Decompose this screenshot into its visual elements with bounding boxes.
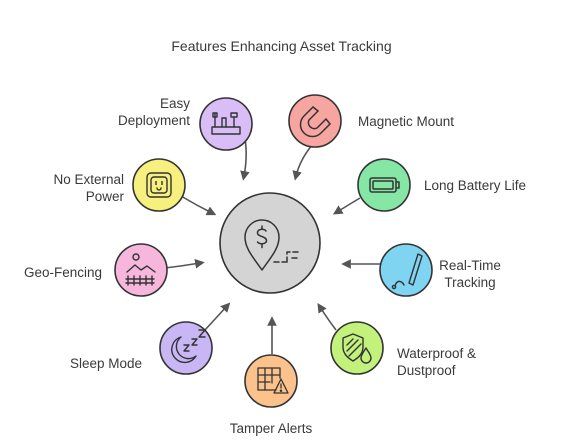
label-no-external-power-line-2: Power (85, 189, 124, 204)
label-long-battery-life: Long Battery Life (424, 177, 526, 194)
label-easy-deployment-line-2: Deployment (117, 113, 190, 128)
label-magnetic-mount-line-1: Magnetic Mount (358, 114, 455, 129)
sleep-mode-pointer (204, 302, 231, 331)
landscape-fence-icon (125, 253, 156, 286)
hub-circle (219, 192, 321, 294)
label-tamper-alerts-line-1: Tamper Alerts (229, 421, 313, 436)
stylus-tablet-icon (391, 253, 423, 290)
geo-fencing-pointer (164, 259, 205, 269)
no-external-power-node (132, 158, 186, 212)
label-geo-fencing-line-1: Geo-Fencing (24, 265, 103, 280)
feature-waterproof-dustproof (317, 302, 384, 375)
label-no-external-power-line-1: No External (53, 172, 124, 187)
location-dollar-icon (244, 219, 299, 271)
feature-no-external-power (132, 158, 217, 216)
feature-tamper-alerts (244, 316, 298, 408)
label-easy-deployment: Easy Deployment (118, 95, 190, 129)
label-long-battery-life-line-1: Long Battery Life (424, 178, 527, 193)
no-external-power-pointer (180, 195, 217, 216)
feature-easy-deployment (199, 97, 253, 181)
label-real-time-tracking: Real-Time Tracking (438, 257, 502, 291)
feature-sleep-mode (159, 302, 231, 375)
power-outlet-icon (146, 172, 172, 198)
label-waterproof-dustproof: Waterproof & Dustproof (397, 345, 476, 379)
label-sleep-mode: Sleep Mode (70, 355, 142, 372)
magnetic-mount-node (288, 94, 342, 148)
feature-real-time-tracking (341, 243, 433, 297)
label-easy-deployment-line-1: Easy (159, 96, 190, 111)
feature-geo-fencing (114, 243, 205, 297)
real-time-tracking-node (379, 243, 433, 297)
feature-long-battery-life (332, 158, 411, 215)
toolbox-icon (211, 112, 241, 135)
moon-zzz-icon (171, 329, 206, 364)
warning-grid-icon (257, 367, 289, 394)
hub-node (219, 192, 321, 294)
long-battery-life-node (357, 158, 411, 212)
long-battery-life-pointer (332, 197, 361, 215)
label-sleep-mode-line-1: Sleep Mode (70, 356, 143, 371)
magnet-icon (299, 106, 331, 138)
label-waterproof-dustproof-line-1: Waterproof & (397, 346, 477, 361)
label-real-time-tracking-line-2: Tracking (444, 275, 496, 290)
feature-magnetic-mount (288, 94, 342, 181)
shield-drop-icon (342, 333, 372, 364)
label-magnetic-mount: Magnetic Mount (358, 113, 454, 130)
label-real-time-tracking-line-1: Real-Time (439, 258, 501, 273)
diagram-title: Features Enhancing Asset Tracking (171, 38, 392, 54)
tamper-alerts-node (244, 354, 298, 408)
label-tamper-alerts: Tamper Alerts (211, 420, 331, 437)
label-no-external-power: No External Power (53, 171, 124, 205)
waterproof-dustproof-pointer (317, 302, 337, 331)
label-waterproof-dustproof-line-2: Dustproof (397, 363, 456, 378)
magnetic-mount-pointer (292, 145, 312, 181)
label-geo-fencing: Geo-Fencing (24, 264, 102, 281)
battery-icon (369, 177, 400, 193)
